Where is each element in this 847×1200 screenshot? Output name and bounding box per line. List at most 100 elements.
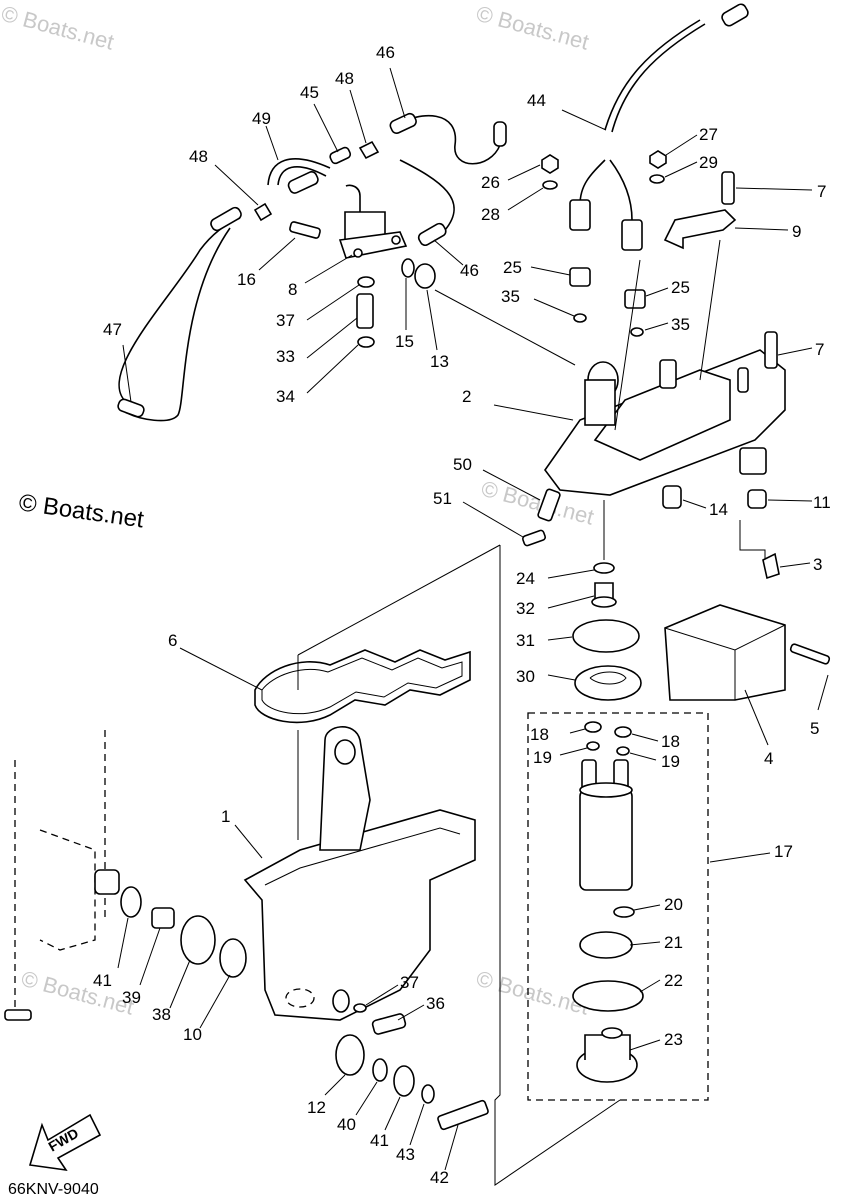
part-22 [572,980,644,1012]
cap-14 [662,485,682,509]
callout-36: 36 [426,994,445,1013]
callout-41b: 41 [370,1131,389,1150]
engine-bolt [4,1009,32,1021]
housing-stay [319,726,371,851]
nut-26 [541,154,559,174]
joint-48-left [253,202,273,222]
callout-21: 21 [664,933,683,952]
nozzle-33 [356,293,374,329]
copyright-text: © Boats.net [17,489,146,533]
grommet-38 [180,915,216,965]
leader-43 [409,1103,425,1146]
callout-22: 22 [664,971,683,990]
callout-8: 8 [288,280,297,299]
callout-35b: 35 [671,315,690,334]
o-ring-37-bottom [353,1003,367,1013]
o-ring-19-left [586,741,600,751]
leader-42 [444,1124,459,1171]
leader-32 [547,595,595,609]
callout-15: 15 [395,332,414,351]
leader-39 [139,927,161,986]
housing-drain [285,988,315,1008]
hose-49 [267,158,331,186]
callout-47: 47 [103,320,122,339]
cover-fitting-1 [659,359,677,389]
leader-38 [169,959,191,1009]
leader-40 [355,1081,378,1116]
callout-25b: 25 [671,278,690,297]
housing-flange-line [264,827,461,886]
washer-40 [372,1058,388,1082]
leader-37b [365,984,399,1006]
watermark-top-right: © Boats.net [474,1,592,55]
fuel-pump-top [579,782,633,798]
part-20 [613,906,635,918]
callout-46b: 46 [460,261,479,280]
callout-18a: 18 [530,725,549,744]
fwd-arrow-shape [28,1113,102,1172]
washer-43 [421,1084,435,1104]
cover-body [593,369,731,461]
callout-5: 5 [810,719,819,738]
callout-7a: 7 [817,182,826,201]
leader-3 [779,562,811,568]
engine-boss [94,869,120,895]
o-ring-24 [593,562,615,574]
part-21 [579,931,633,959]
hose-46-lower [399,159,455,231]
o-ring-18-right [614,726,632,738]
leader-19a [559,747,588,756]
callout-17: 17 [774,842,793,861]
leader-27 [665,134,698,156]
dividing-line [494,545,621,1186]
hose-47-inner [124,227,231,422]
hose-46-end-2 [493,121,507,147]
callout-14: 14 [709,500,728,519]
leader-26 [507,164,541,181]
fuel-cover-2 [521,331,786,580]
hose-47-end [210,206,242,232]
housing-small-parts [120,886,489,1131]
fuel-pump-valve [289,184,436,348]
callout-29: 29 [699,153,718,172]
leader-6 [179,647,263,691]
part-5 [789,643,831,665]
callout-20: 20 [664,895,683,914]
cover-fitting-2 [737,367,749,393]
gasket-inner [261,657,463,715]
o-ring-35-right [630,327,644,337]
bolt-11 [747,489,767,509]
leader-31 [547,636,573,641]
leader-33 [306,317,358,359]
callout-39: 39 [122,988,141,1007]
housing-stay-hole [334,739,356,765]
callout-44: 44 [527,91,546,110]
leader-3-route [739,520,766,560]
leader-29 [664,161,698,178]
leader-10 [199,974,231,1029]
grommet-12 [335,1034,365,1076]
part-23-top [601,1027,623,1039]
leader-41b [384,1096,401,1131]
sensor-25-left [569,267,591,287]
hose-46-end [389,112,417,134]
callout-16: 16 [237,270,256,289]
clamp-9 [663,209,737,250]
leader-34 [306,344,359,394]
leader-8 [304,254,353,284]
joint-48-top [358,140,380,160]
o-ring-15 [401,258,415,278]
cover-stay-arm [584,379,616,426]
sensor-25-right [624,289,646,309]
leader-28 [507,187,544,211]
hose-47-bottom-end [117,398,145,418]
callout-10: 10 [183,1025,202,1044]
callout-50: 50 [453,455,472,474]
flange-hole-right [391,235,401,245]
dividing-line-top [297,544,501,656]
callout-45: 45 [300,83,319,102]
screw-16 [289,221,321,239]
collar-39 [151,907,175,929]
leader-35a [533,298,575,317]
o-ring-37-top [357,276,375,288]
